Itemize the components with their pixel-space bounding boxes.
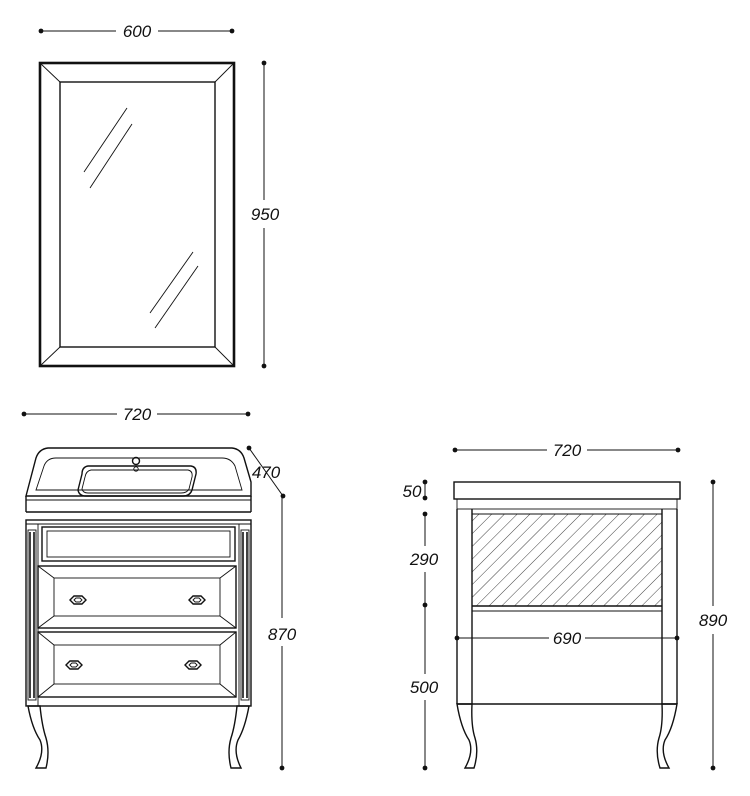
drawer-handle-icon xyxy=(188,595,206,605)
vanity-front-width-dimension: 720 xyxy=(21,405,251,424)
basin xyxy=(77,465,197,497)
mirror-drawing xyxy=(38,61,236,368)
vanity-total-height-dimension: 890 xyxy=(699,479,728,771)
drawer-handle-icon xyxy=(69,595,87,605)
pilaster-left xyxy=(27,529,37,701)
drawer-handle-icon xyxy=(184,660,202,670)
vanity-inner-width-label: 690 xyxy=(553,629,582,648)
mirror-frame-outer xyxy=(38,61,236,368)
vanity-front-height-dimension: 870 xyxy=(268,496,297,771)
vanity-body-height-label: 290 xyxy=(409,550,439,569)
vanity-top-thickness-label: 50 xyxy=(403,482,422,501)
mirror-width-dimension: 600 xyxy=(38,22,235,41)
top-panel xyxy=(41,526,236,562)
vanity-front-width-label: 720 xyxy=(123,405,152,424)
mirror-width-label: 600 xyxy=(123,22,152,41)
vanity-total-height-label: 890 xyxy=(699,611,728,630)
drawer-lower xyxy=(37,631,237,698)
side-top xyxy=(453,481,681,510)
legs-front xyxy=(27,705,250,769)
vanity-depth-label: 470 xyxy=(252,463,281,482)
pilaster-right xyxy=(240,529,250,701)
faucet-icon xyxy=(131,456,141,472)
sink-top xyxy=(25,447,252,513)
vanity-leg-height-label: 500 xyxy=(410,678,439,697)
vanity-side-width-dimension: 720 xyxy=(452,441,681,460)
mirror-height-label: 950 xyxy=(251,205,280,224)
vanity-front-drawing xyxy=(25,447,252,769)
vanity-front-height-label: 870 xyxy=(268,625,297,644)
vanity-vertical-chain-dimension: 50 290 500 xyxy=(403,479,439,771)
vanity-side-width-label: 720 xyxy=(553,441,582,460)
vanity-side-drawing xyxy=(453,481,681,769)
mirror-frame-inner xyxy=(59,81,216,348)
cabinet-body xyxy=(25,519,252,707)
vanity-depth-dimension: 470 xyxy=(246,445,286,499)
side-panel-hatched xyxy=(471,513,663,607)
side-legs xyxy=(456,703,678,769)
drawer-handle-icon xyxy=(65,660,83,670)
vanity-inner-width-dimension: 690 xyxy=(454,629,680,648)
mirror-height-dimension: 950 xyxy=(251,60,280,369)
mirror-glare-icon xyxy=(83,107,199,329)
drawer-upper xyxy=(37,565,237,629)
